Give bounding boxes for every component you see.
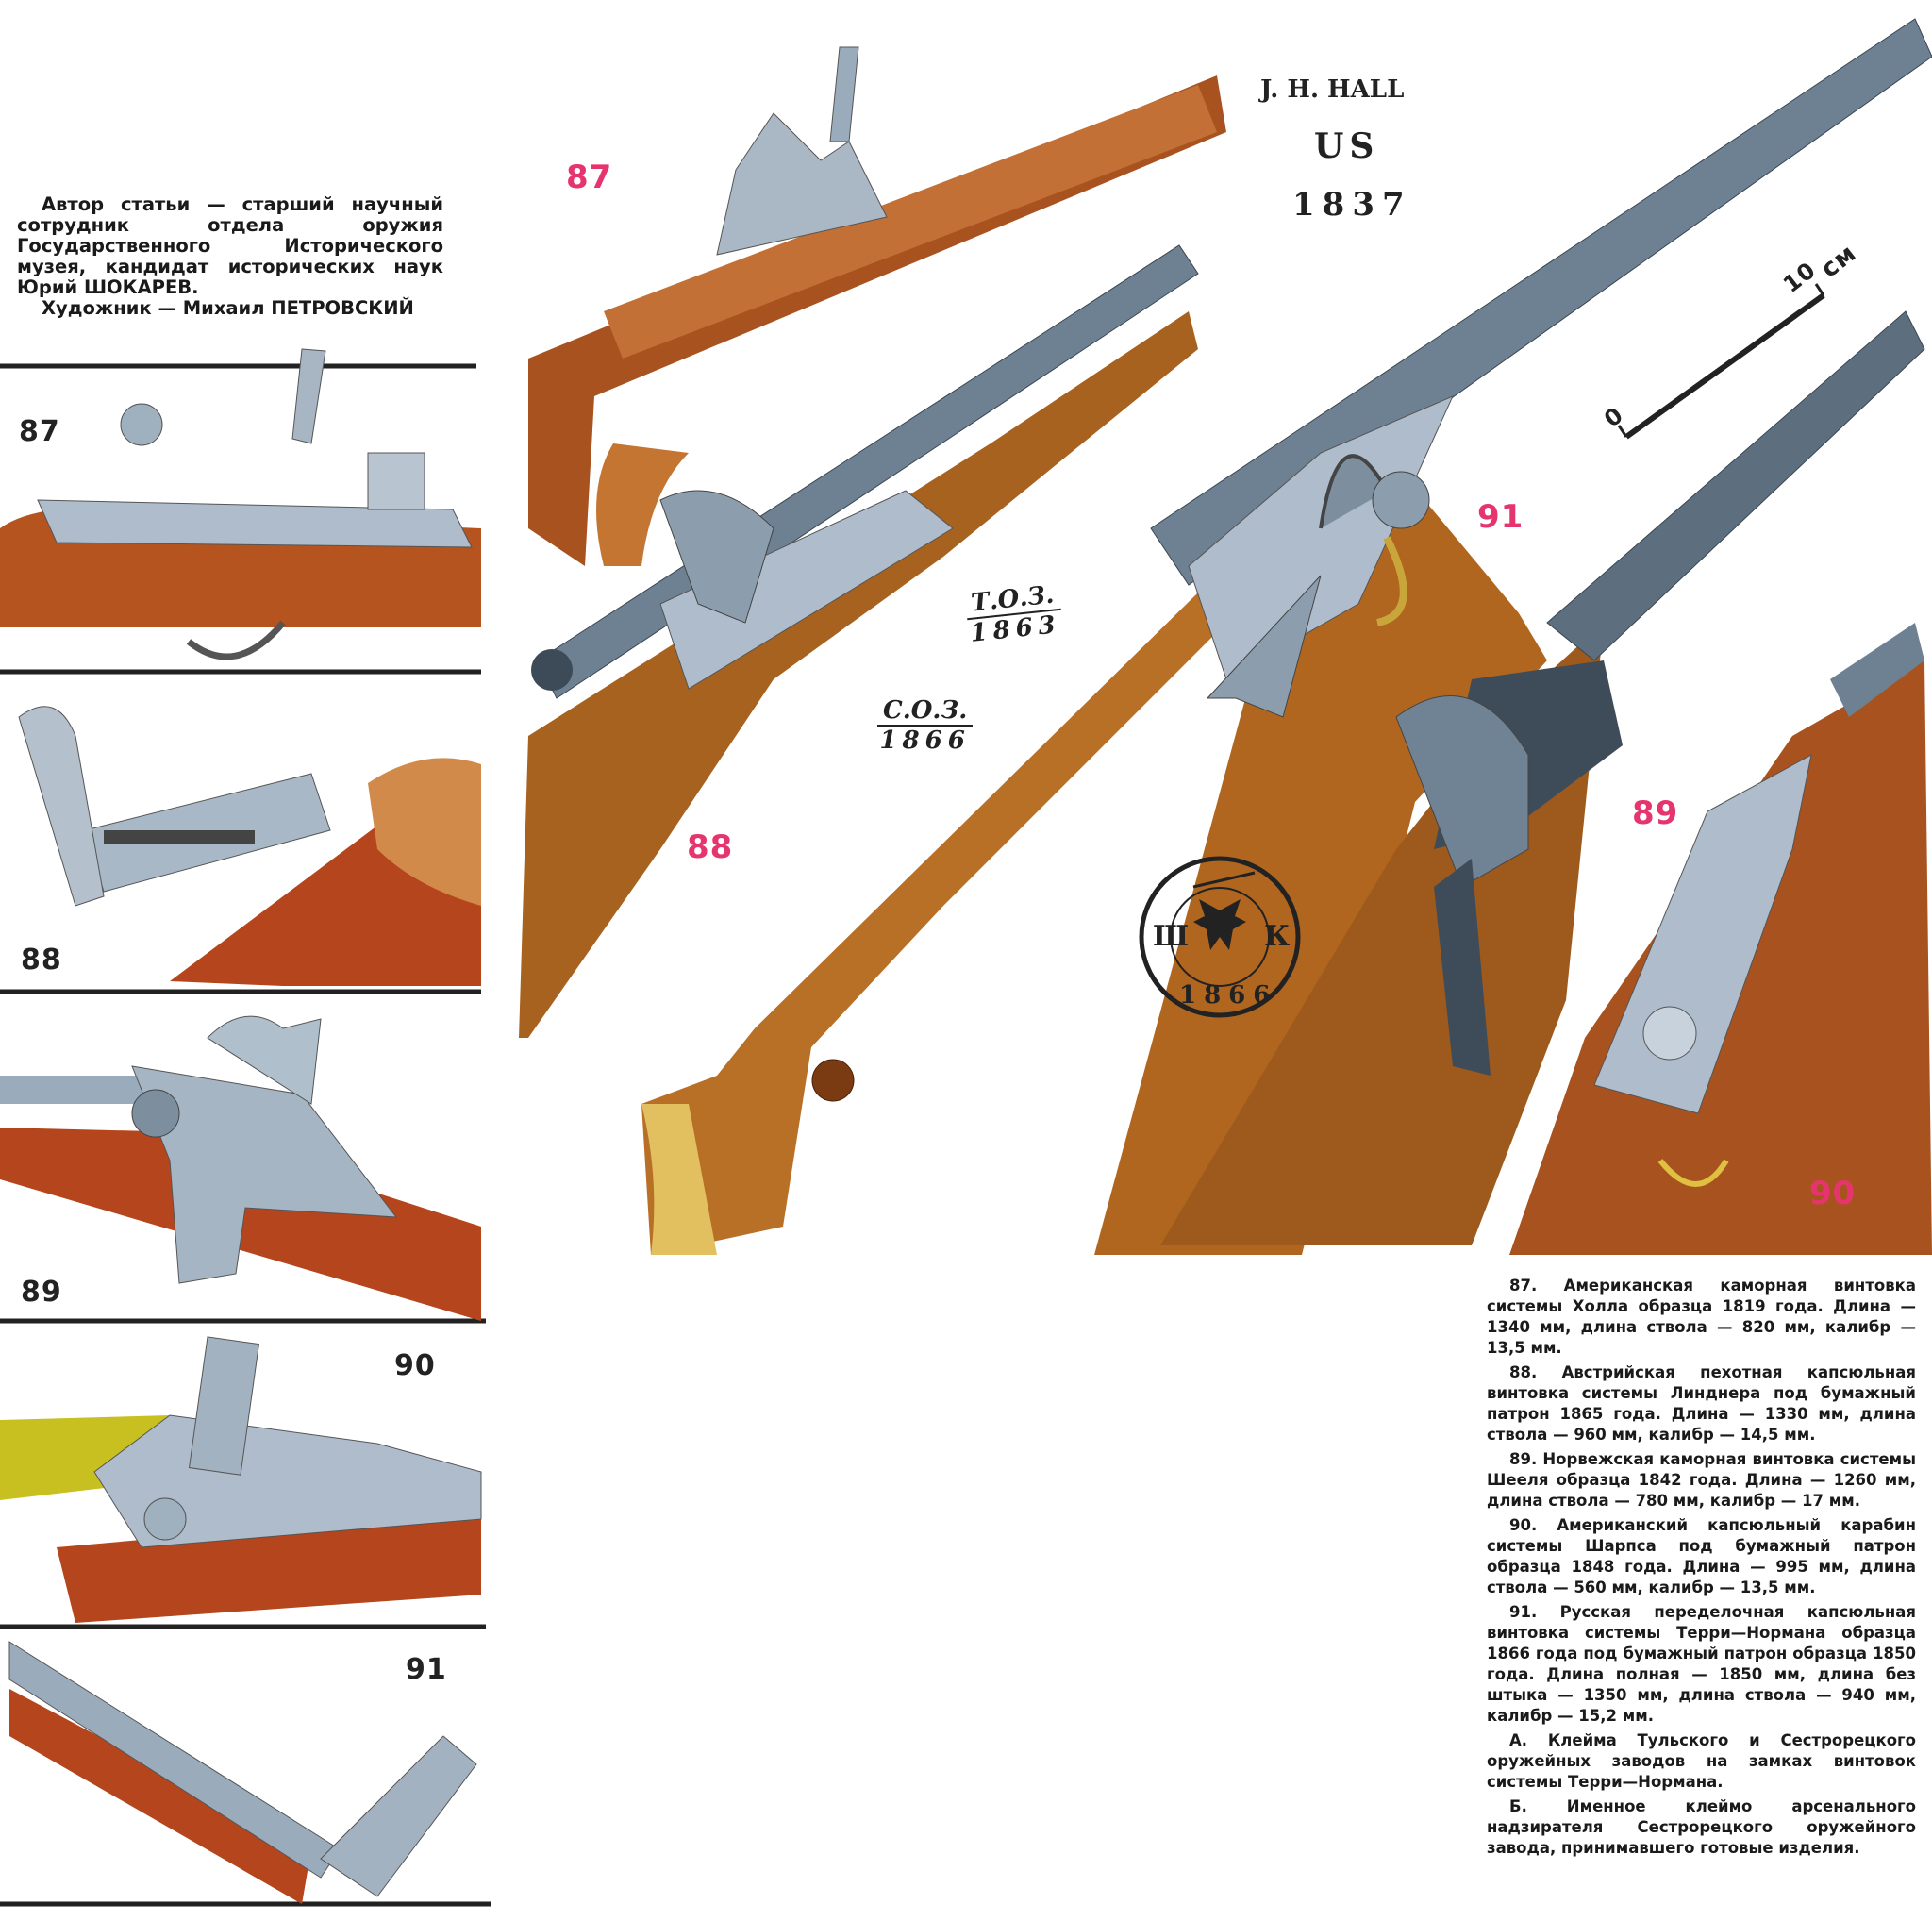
round-stamp-left-letter: Ш [1153,920,1190,953]
detail-87-lock [0,348,481,660]
stamp-sestroretsk-year: 1866 [879,727,971,755]
stamp-sestroretsk-top: С.О.З. [877,696,974,727]
hall-mark-name: J. H. HALL [1260,75,1405,104]
figure-label-88: 88 [687,828,734,866]
panel-label-89: 89 [21,1276,62,1309]
hall-mark-year: 1837 [1292,186,1412,224]
round-stamp-right-letter: К [1264,920,1291,953]
figure-label-87: 87 [566,159,613,196]
panel-dividers [0,363,491,1907]
caption-88: 88. Австрийская пехотная капсюльная винт… [1487,1363,1916,1444]
rifle-90-sharps [1509,623,1932,1255]
hall-mark-us: US [1314,126,1380,166]
round-stamp-eagle [1139,856,1301,1018]
rifle-91-terry-norman [641,18,1932,1255]
caption-89: 89. Норвежская каморная винтовка системы… [1487,1450,1916,1510]
caption-87: 87. Американская каморная винтовка систе… [1487,1277,1916,1357]
rifle-87-hall [528,46,1226,566]
author-note: Автор статьи — старший научный сотрудник… [17,194,443,319]
detail-88-breech [18,706,481,986]
detail-91-breech [8,1641,477,1904]
caption-b: Б. Именное клеймо арсенального надзирате… [1487,1797,1916,1857]
panel-label-88: 88 [21,944,62,977]
detail-90-breech [0,1336,482,1623]
round-stamp-year: 1866 [1179,981,1278,1010]
figure-label-90: 90 [1809,1175,1857,1212]
rifle-89-scheel [1160,310,1925,1245]
caption-91: 91. Русская переделочная капсюльная винт… [1487,1603,1916,1725]
panel-label-90: 90 [394,1349,436,1382]
rifle-88-lindner [519,244,1199,1038]
figure-label-89: 89 [1632,794,1679,832]
caption-90: 90. Американский капсюльный карабин сист… [1487,1516,1916,1596]
stamp-tula: Т.О.З. 1863 [964,579,1064,648]
caption-a: А. Клейма Тульского и Сестрорецкого оруж… [1487,1731,1916,1791]
panel-label-87: 87 [19,415,60,448]
artist-credit: Художник — Михаил ПЕТРОВСКИЙ [42,297,414,319]
figure-captions: 87. Американская каморная винтовка систе… [1487,1276,1916,1863]
scale-bar [1617,283,1825,440]
panel-label-91: 91 [406,1653,447,1686]
detail-89-breech [0,1015,481,1321]
author-text: Автор статьи — старший научный сотрудник… [17,193,443,298]
stamp-sestroretsk: С.О.З. 1866 [877,696,974,755]
figure-label-91: 91 [1477,498,1524,536]
